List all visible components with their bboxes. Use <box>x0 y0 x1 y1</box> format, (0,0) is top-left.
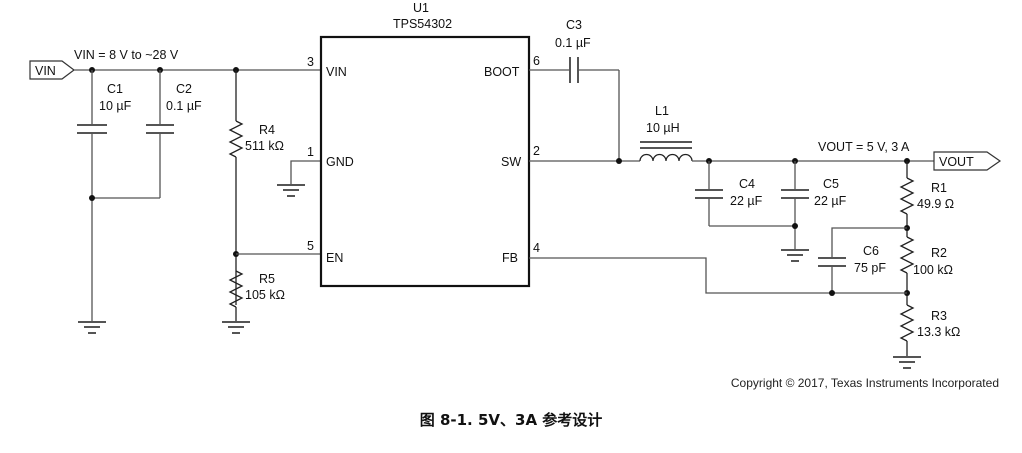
resistor-r1: R1 49.9 Ω <box>899 161 954 237</box>
resistor-r5: R5 105 kΩ <box>228 270 285 322</box>
c5-ref: C5 <box>823 177 839 191</box>
junction-dot <box>792 223 798 229</box>
ground-icon <box>893 356 921 369</box>
r3-ref: R3 <box>931 309 947 323</box>
capacitor-c5: C5 22 µF <box>781 161 847 250</box>
c2-ref: C2 <box>176 82 192 96</box>
pin-number-gnd: 1 <box>307 145 314 159</box>
capacitor-c2: C2 0.1 µF <box>92 70 202 199</box>
gnd-wire <box>290 160 321 185</box>
vin-port[interactable]: VIN <box>29 60 75 80</box>
r2-ref: R2 <box>931 246 947 260</box>
c2-value: 0.1 µF <box>166 99 202 113</box>
r4-value: 511 kΩ <box>245 139 284 153</box>
vout-net-note: VOUT = 5 V, 3 A <box>818 140 910 154</box>
junction-dot <box>616 158 622 164</box>
vin-net-note: VIN = 8 V to ~28 V <box>74 48 179 62</box>
junction-dot <box>829 290 835 296</box>
junction-dot <box>89 195 95 201</box>
capacitor-c1: C1 10 µF <box>77 70 132 322</box>
pin-name-fb: FB <box>502 251 518 265</box>
figure-caption: 图 8-1. 5V、3A 参考设计 <box>420 411 603 429</box>
pin-number-sw: 2 <box>533 144 540 158</box>
resistor-r4: R4 511 kΩ <box>228 70 284 305</box>
pin-number-vin: 3 <box>307 55 314 69</box>
r2-value: 100 kΩ <box>913 263 953 277</box>
l1-value: 10 µH <box>646 121 680 135</box>
pin-name-gnd: GND <box>326 155 354 169</box>
c4-ref: C4 <box>739 177 755 191</box>
vin-port-label: VIN <box>35 64 56 78</box>
pin-name-boot: BOOT <box>484 65 520 79</box>
c3-value: 0.1 µF <box>555 36 591 50</box>
pin-name-en: EN <box>326 251 343 265</box>
l1-ref: L1 <box>655 104 669 118</box>
ground-icon <box>222 321 250 334</box>
copyright-text: Copyright © 2017, Texas Instruments Inco… <box>731 376 999 390</box>
c4-value: 22 µF <box>730 194 763 208</box>
fb-wire <box>529 257 907 294</box>
c6-ref: C6 <box>863 244 879 258</box>
inductor-l1: L1 10 µH <box>639 104 693 162</box>
resistor-r2: R2 100 kΩ <box>899 236 953 305</box>
r5-ref: R5 <box>259 272 275 286</box>
r4-ref: R4 <box>259 123 275 137</box>
vout-port[interactable]: VOUT <box>933 151 1002 171</box>
vout-port-label: VOUT <box>939 155 974 169</box>
c3-ref: C3 <box>566 18 582 32</box>
u1-part-number: TPS54302 <box>393 17 452 31</box>
c5-value: 22 µF <box>814 194 847 208</box>
capacitor-c6: C6 75 pF <box>818 227 907 293</box>
capacitor-c4: C4 22 µF <box>695 161 795 227</box>
capacitor-c3: C3 0.1 µF <box>529 18 620 161</box>
r5-value: 105 kΩ <box>245 288 285 302</box>
u1-refdes: U1 <box>413 1 429 15</box>
resistor-r3: R3 13.3 kΩ <box>899 304 960 357</box>
r3-value: 13.3 kΩ <box>917 325 960 339</box>
r1-value: 49.9 Ω <box>917 197 954 211</box>
ground-icon <box>78 321 106 334</box>
r1-ref: R1 <box>931 181 947 195</box>
c1-ref: C1 <box>107 82 123 96</box>
c6-value: 75 pF <box>854 261 886 275</box>
pin-name-vin: VIN <box>326 65 347 79</box>
ground-icon <box>781 249 809 262</box>
c1-value: 10 µF <box>99 99 132 113</box>
pin-number-en: 5 <box>307 239 314 253</box>
pin-name-sw: SW <box>501 155 521 169</box>
pin-number-fb: 4 <box>533 241 540 255</box>
ground-icon <box>277 184 305 197</box>
pin-number-boot: 6 <box>533 54 540 68</box>
